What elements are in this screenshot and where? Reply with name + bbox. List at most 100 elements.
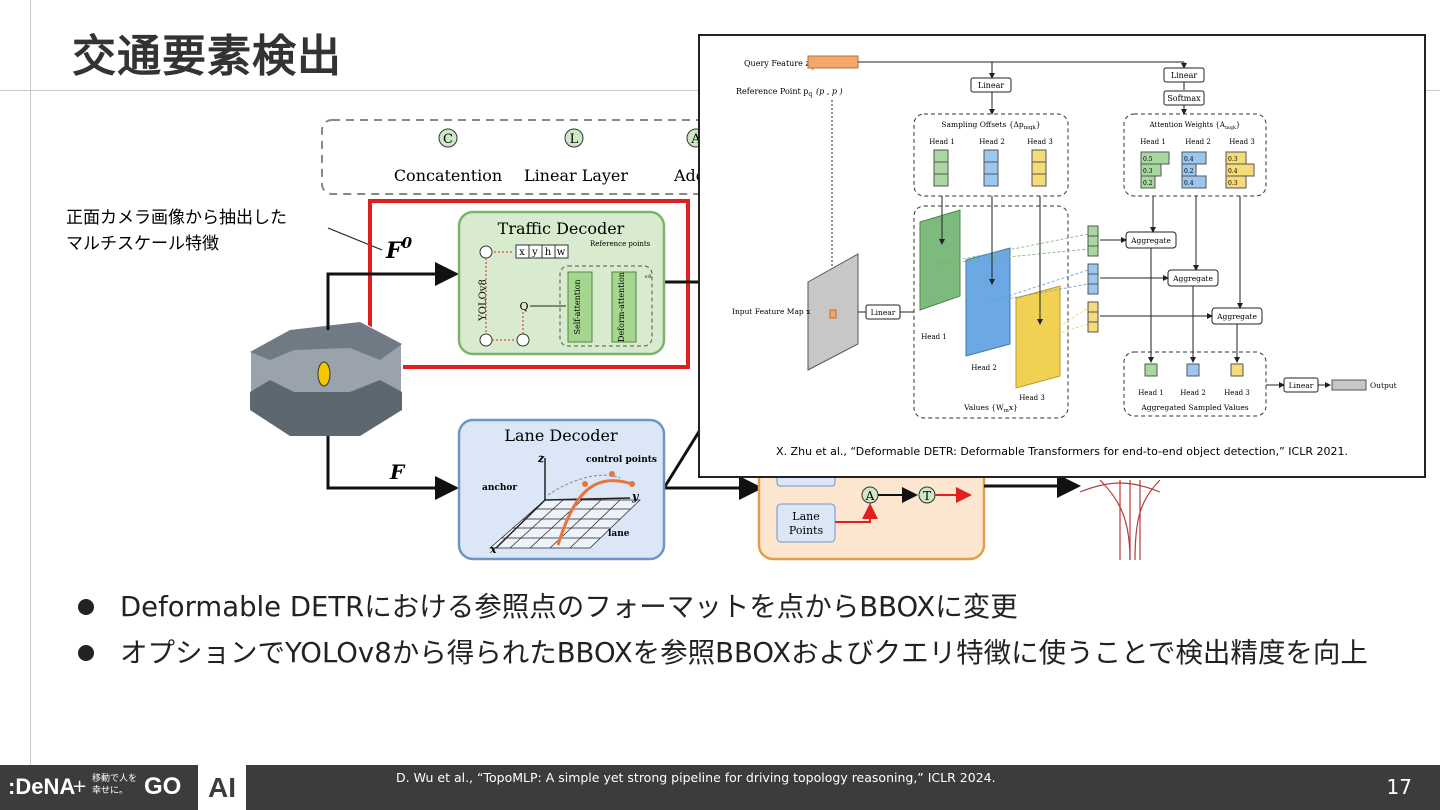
svg-text:0.3: 0.3 xyxy=(1228,180,1238,187)
lane-curve xyxy=(556,479,633,546)
bullet-item: Deformable DETRにおける参照点のフォーマットを点からBBOXに変更 xyxy=(78,588,1398,626)
svg-text:0.4: 0.4 xyxy=(1228,168,1238,175)
ref-point-marker xyxy=(829,309,837,319)
axis-y xyxy=(544,497,631,501)
anchor-curve xyxy=(547,474,621,496)
linear-box-1 xyxy=(970,77,1012,93)
arrow-to-traffic xyxy=(326,262,459,330)
values-head-3: Head 3 xyxy=(1019,394,1045,402)
value-map-head-2 xyxy=(965,247,1011,357)
softmax-label: Softmax xyxy=(1167,94,1201,103)
agg-head-1: Head 1 xyxy=(1138,389,1164,397)
agg-cube-3 xyxy=(1230,363,1244,377)
repeat-label: ×6 xyxy=(644,274,651,280)
axis-x xyxy=(495,499,546,549)
weights-head-1: Head 1 xyxy=(1140,138,1166,146)
agg-cube-2 xyxy=(1186,363,1200,377)
highlight-box xyxy=(368,199,690,369)
aggregate-3-label: Aggregate xyxy=(1216,312,1257,321)
legend-linear: Linear Layer xyxy=(524,166,628,185)
svg-text:x: x xyxy=(519,247,525,258)
bullet-text: Deformable DETRにおける参照点のフォーマットを点からBBOXに変更 xyxy=(120,591,1018,623)
aggregate-1-label: Aggregate xyxy=(1130,236,1171,245)
go-tagline: 移動で人を幸せに。 xyxy=(92,774,138,796)
bullet-dot xyxy=(78,599,94,615)
footer-citation: D. Wu et al., “TopoMLP: A simple yet str… xyxy=(396,770,996,785)
concat-glyph xyxy=(438,128,458,148)
self-attention-block xyxy=(567,271,593,343)
vertical-rule xyxy=(30,0,31,765)
deformable-detr-inset: Query Feature zq Reference Point pq (p ,… xyxy=(698,34,1426,478)
annotation-line-2: マルチスケール特徴 xyxy=(66,234,219,254)
decoder-layer-box xyxy=(559,265,653,347)
inset-frame xyxy=(698,34,1426,478)
weight-bars xyxy=(1140,151,1255,189)
lane-graph xyxy=(1079,479,1161,561)
reference-coords: (p , p ) xyxy=(816,87,843,96)
axis-x-label: x xyxy=(489,543,497,556)
node-t-label: T xyxy=(923,489,931,503)
arrow-to-lane xyxy=(326,436,459,500)
linear-box-1-label: Linear xyxy=(978,81,1005,90)
linear-node xyxy=(479,333,493,347)
linear-glyph xyxy=(564,128,584,148)
bullet-dot xyxy=(78,645,94,661)
yolo-label: YOLOv8 xyxy=(478,279,489,322)
legend-box xyxy=(321,119,723,195)
control-point xyxy=(609,471,615,477)
red-path-to-add xyxy=(835,503,878,523)
dena-logo: :DeNA xyxy=(8,774,76,799)
agg-head-3: Head 3 xyxy=(1224,389,1250,397)
lane-points-line-1: Lane xyxy=(792,510,819,523)
concat-glyph-letter: C xyxy=(443,132,453,147)
bullet-text: オプションでYOLOv8から得られたBBOXを参照BBOXおよびクエリ特徴に使う… xyxy=(120,637,1368,669)
sampling-offsets-box xyxy=(913,113,1069,197)
lane-decoder-title: Lane Decoder xyxy=(504,426,618,445)
reference-points-label: Reference points xyxy=(590,240,651,248)
svg-text:0.3: 0.3 xyxy=(1228,156,1238,163)
linear-glyph-letter: L xyxy=(570,132,579,147)
reference-point-label: Reference Point pq xyxy=(736,87,812,98)
self-attention-label: Self-attention xyxy=(573,280,582,335)
svg-text:0.2: 0.2 xyxy=(1184,168,1194,175)
aggregate-2-label: Aggregate xyxy=(1172,274,1213,283)
deform-attention-label: Deform-attention xyxy=(617,272,626,342)
deform-attention-block xyxy=(611,271,637,343)
weight-values: 0.50.30.2 0.40.20.4 0.30.40.3 xyxy=(1143,156,1238,187)
control-point xyxy=(582,481,588,487)
linear-box-2-label: Linear xyxy=(1171,71,1198,80)
lane-label: lane xyxy=(608,529,630,539)
value-map-head-1 xyxy=(919,209,961,311)
output-label: Output xyxy=(1370,381,1397,390)
values-head-2: Head 2 xyxy=(971,364,997,372)
bullet-item: オプションでYOLOv8から得られたBBOXを参照BBOXおよびクエリ特徴に使う… xyxy=(78,634,1398,672)
page-number: 17 xyxy=(1386,775,1412,799)
agg-cube-1 xyxy=(1144,363,1158,377)
svg-text:y: y xyxy=(531,247,538,258)
inset-citation: X. Zhu et al., “Deformable DETR: Deforma… xyxy=(776,445,1348,458)
aggregated-label: Aggregated Sampled Values xyxy=(1140,403,1248,412)
ai-logo: AI xyxy=(198,765,246,810)
attention-weights-label: Attention Weights {Amqk} xyxy=(1149,121,1241,131)
f0-label: F0 xyxy=(385,234,413,264)
axis-y-label: y xyxy=(631,490,640,503)
go-logo: GO xyxy=(144,773,182,800)
annotation-leader xyxy=(327,227,383,251)
logo-plus: + xyxy=(72,776,88,797)
sampling-lines xyxy=(937,233,1089,341)
footer-bar: :DeNA + 移動で人を幸せに。 GO AI D. Wu et al., “T… xyxy=(0,765,1440,810)
input-feature-map-label: Input Feature Map x xyxy=(732,307,811,316)
sampling-offsets-label: Sampling Offsets {Δpmqk} xyxy=(941,120,1040,131)
query-feature-block xyxy=(807,55,859,69)
surround-camera-images xyxy=(249,320,403,437)
topomlp-figure: C Concatention L Linear Layer A Add 正面カメ… xyxy=(66,119,1161,561)
concat-node-2 xyxy=(516,333,530,347)
values-label: Values {Wmx} xyxy=(963,403,1018,414)
control-points-label: control points xyxy=(586,455,657,465)
slide-title: 交通要素検出 xyxy=(72,31,342,82)
legend-add: Add xyxy=(673,166,706,185)
svg-text:0.2: 0.2 xyxy=(1143,180,1153,187)
lane-points-line-2: Points xyxy=(789,524,824,537)
node-a-label: A xyxy=(865,489,875,503)
offsets-head-1: Head 1 xyxy=(929,138,955,146)
